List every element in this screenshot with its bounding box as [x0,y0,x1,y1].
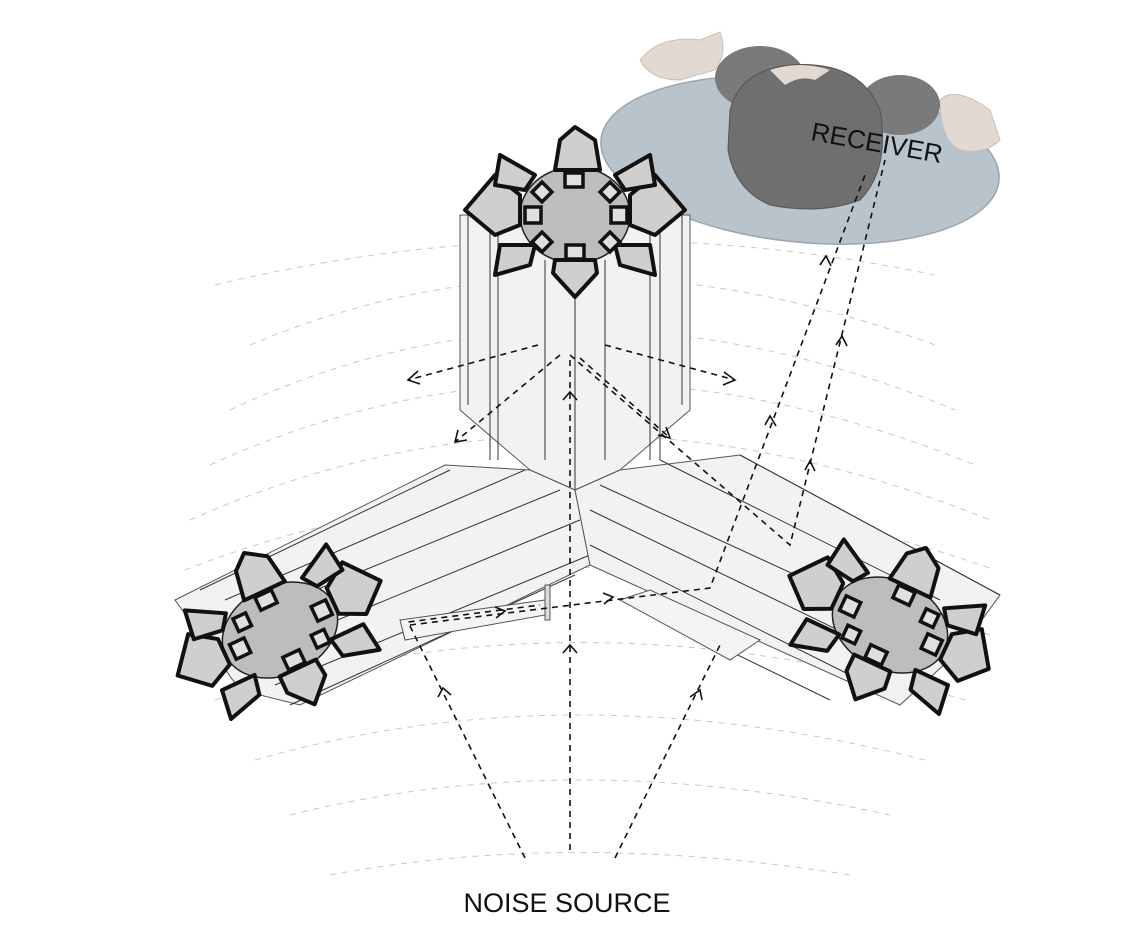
sound-paths [406,159,886,859]
arrowhead [562,643,578,654]
receiver-figure: RECEIVER [600,31,1001,245]
arrowhead [835,334,848,347]
module-top-petals [463,125,687,299]
sound-path-right-reflect [569,159,886,547]
arrowhead [657,426,672,440]
arrowhead [406,370,421,385]
arrowhead [602,592,615,605]
arrowhead [804,459,816,472]
arrowhead [437,686,452,698]
arrowhead [819,254,832,267]
arrowhead [764,414,777,427]
arrowhead [562,390,578,401]
sound-path-right [614,644,721,859]
scatter-right [604,344,736,381]
module-right [787,537,991,717]
scatter-down-left [454,354,561,443]
sound-path-reflect [409,174,866,626]
arrowhead [453,429,468,443]
arrowhead [722,371,737,386]
arrowhead [689,688,703,701]
sound-path-left [406,604,541,859]
module-left [175,542,383,722]
module-top [463,125,687,299]
arrowhead [494,606,507,619]
noise-source-label: NOISE SOURCE [463,888,670,918]
scatter-left [407,344,539,381]
scatter-down-right [579,357,671,439]
